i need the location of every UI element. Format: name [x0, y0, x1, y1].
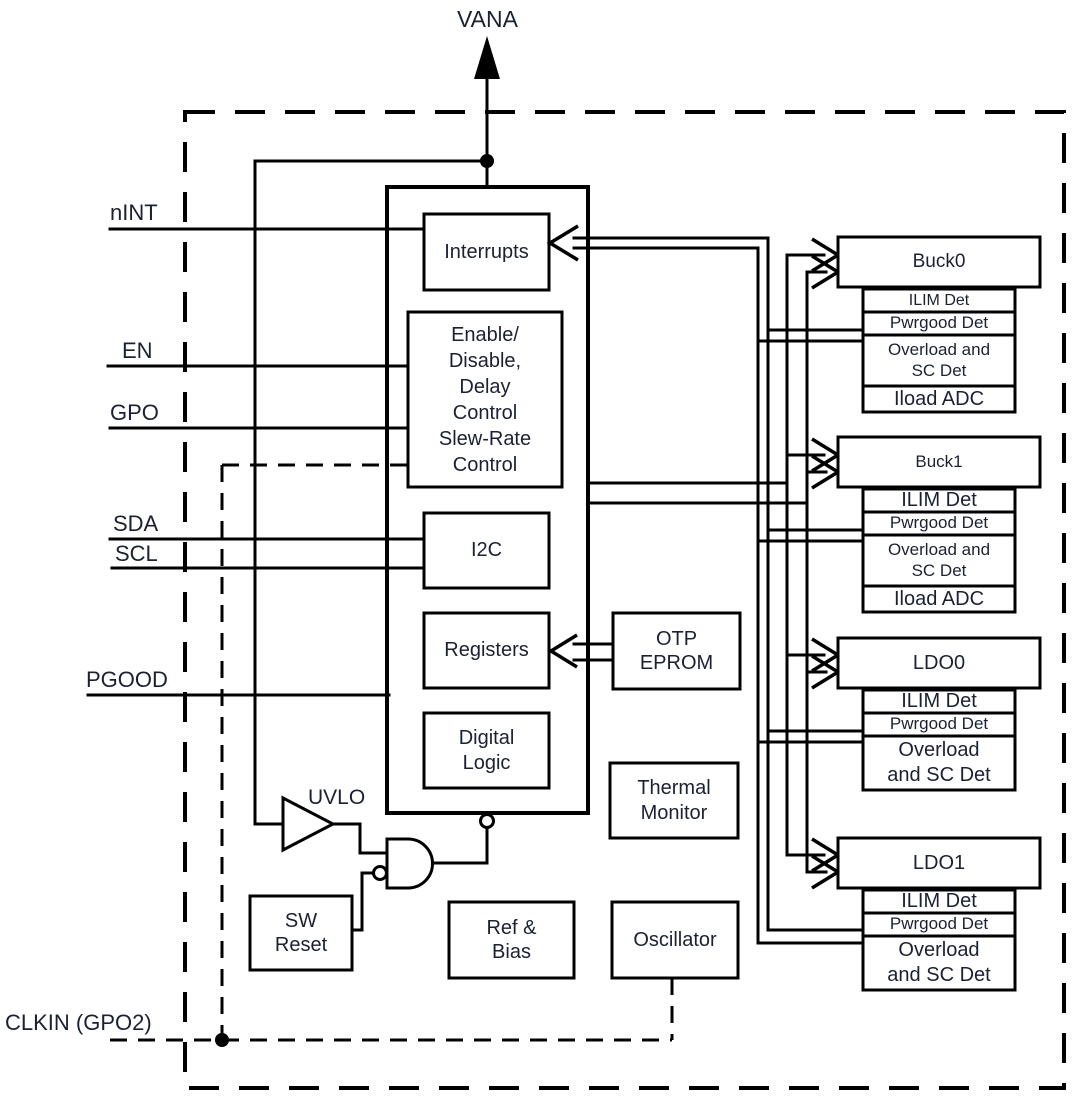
- ldo1-box: [836, 836, 1042, 890]
- ref-bias-box: [447, 900, 576, 980]
- overload-bus: [572, 246, 871, 945]
- buck1-iload-box: [861, 584, 1017, 614]
- ldo1-overload-box: [861, 934, 1017, 992]
- ldo1-overload-label: Overload and SC Det: [887, 939, 991, 986]
- pin-pgood: PGOOD: [86, 667, 168, 692]
- pin-gpo: GPO: [110, 400, 159, 425]
- digital-logic-box: [422, 711, 551, 790]
- buck1-title: Buck1: [915, 451, 963, 471]
- nand-gate-icon: [385, 837, 434, 890]
- nand-output-line: [430, 826, 489, 865]
- buck0-iload-box: [861, 384, 1017, 414]
- buck1-ilim-label: ILIM Det: [901, 489, 977, 512]
- i2c-box: [422, 511, 551, 590]
- ldo0-pwrgood-label: Pwrgood Det: [889, 714, 989, 734]
- ldo0-title: LDO0: [912, 651, 966, 674]
- interrupts-arrow-icon: [546, 224, 579, 262]
- thermal-monitor-box: [608, 761, 740, 840]
- buck0-ilim-label: ILIM Det: [908, 291, 970, 309]
- otp-eprom-box: [611, 611, 742, 691]
- registers-label: Registers: [444, 639, 529, 662]
- buck0-title: Buck0: [912, 251, 966, 273]
- ldo0-overload-label: Overload and SC Det: [887, 739, 991, 786]
- buck0-pwrgood-label: Pwrgood Det: [889, 313, 989, 333]
- pin-clkin: CLKIN (GPO2): [5, 1010, 152, 1035]
- ldo0-box: [836, 636, 1042, 690]
- pin-nint: nINT: [110, 200, 158, 225]
- thermal-monitor-label: Thermal Monitor: [637, 777, 711, 824]
- sw-reset-box: [248, 894, 354, 972]
- nand-input-bubble-icon: [372, 865, 388, 881]
- registers-box: [422, 611, 551, 690]
- sw-reset-label: SW Reset: [274, 909, 328, 956]
- ref-bias-label: Ref & Bias: [486, 916, 537, 963]
- enable-label: Enable/ Disable, Delay Control Slew-Rate…: [438, 323, 532, 476]
- buck1-overload-label: Overload and SC Det: [887, 539, 991, 580]
- registers-arrow-icon: [547, 633, 578, 669]
- digital-logic-label: Digital Logic: [458, 727, 515, 774]
- pwrgood-bus: [572, 236, 871, 932]
- buck0-overload-box: [861, 333, 1017, 388]
- buck1-overload-box: [861, 533, 1017, 588]
- interrupts-box: [422, 212, 551, 292]
- vana-label: VANA: [457, 5, 518, 32]
- buck0-iload-label: Iload ADC: [893, 387, 985, 410]
- ldo1-ilim-label: ILIM Det: [901, 890, 977, 913]
- vana-to-uvlo-line: [253, 159, 489, 826]
- ldo1-pwrgood-label: Pwrgood Det: [889, 914, 989, 934]
- enable-box: [406, 310, 564, 489]
- interrupts-label: Interrupts: [444, 240, 529, 263]
- ldo0-overload-box: [861, 734, 1017, 792]
- buck1-iload-label: Iload ADC: [893, 587, 985, 610]
- oscillator-box: [610, 900, 740, 980]
- pin-sda: SDA: [113, 511, 159, 536]
- vana-arrow-icon: [474, 36, 500, 79]
- otp-eprom-label: OTP EPROM: [639, 627, 714, 674]
- clkin-junction-dot: [215, 1033, 229, 1047]
- buck0-box: [836, 235, 1042, 289]
- uvlo-label: UVLO: [308, 786, 366, 809]
- pin-en: EN: [122, 338, 153, 363]
- uvlo-output-line: [331, 822, 391, 855]
- oscillator-label: Oscillator: [633, 928, 717, 951]
- buck1-pwrgood-label: Pwrgood Det: [889, 513, 989, 533]
- ldo1-title: LDO1: [912, 851, 966, 874]
- i2c-label: I2C: [470, 539, 503, 562]
- ldo0-ilim-label: ILIM Det: [901, 690, 977, 713]
- buck0-overload-label: Overload and SC Det: [887, 339, 991, 380]
- chip-boundary-dashed: [183, 110, 1066, 1090]
- swreset-to-nand-line: [348, 871, 364, 932]
- uvlo-buffer-icon: [281, 795, 337, 853]
- pin-scl: SCL: [115, 541, 158, 566]
- vana-junction-dot: [480, 154, 494, 168]
- block-input-bubble-icon: [479, 813, 495, 829]
- buck1-box: [836, 435, 1042, 489]
